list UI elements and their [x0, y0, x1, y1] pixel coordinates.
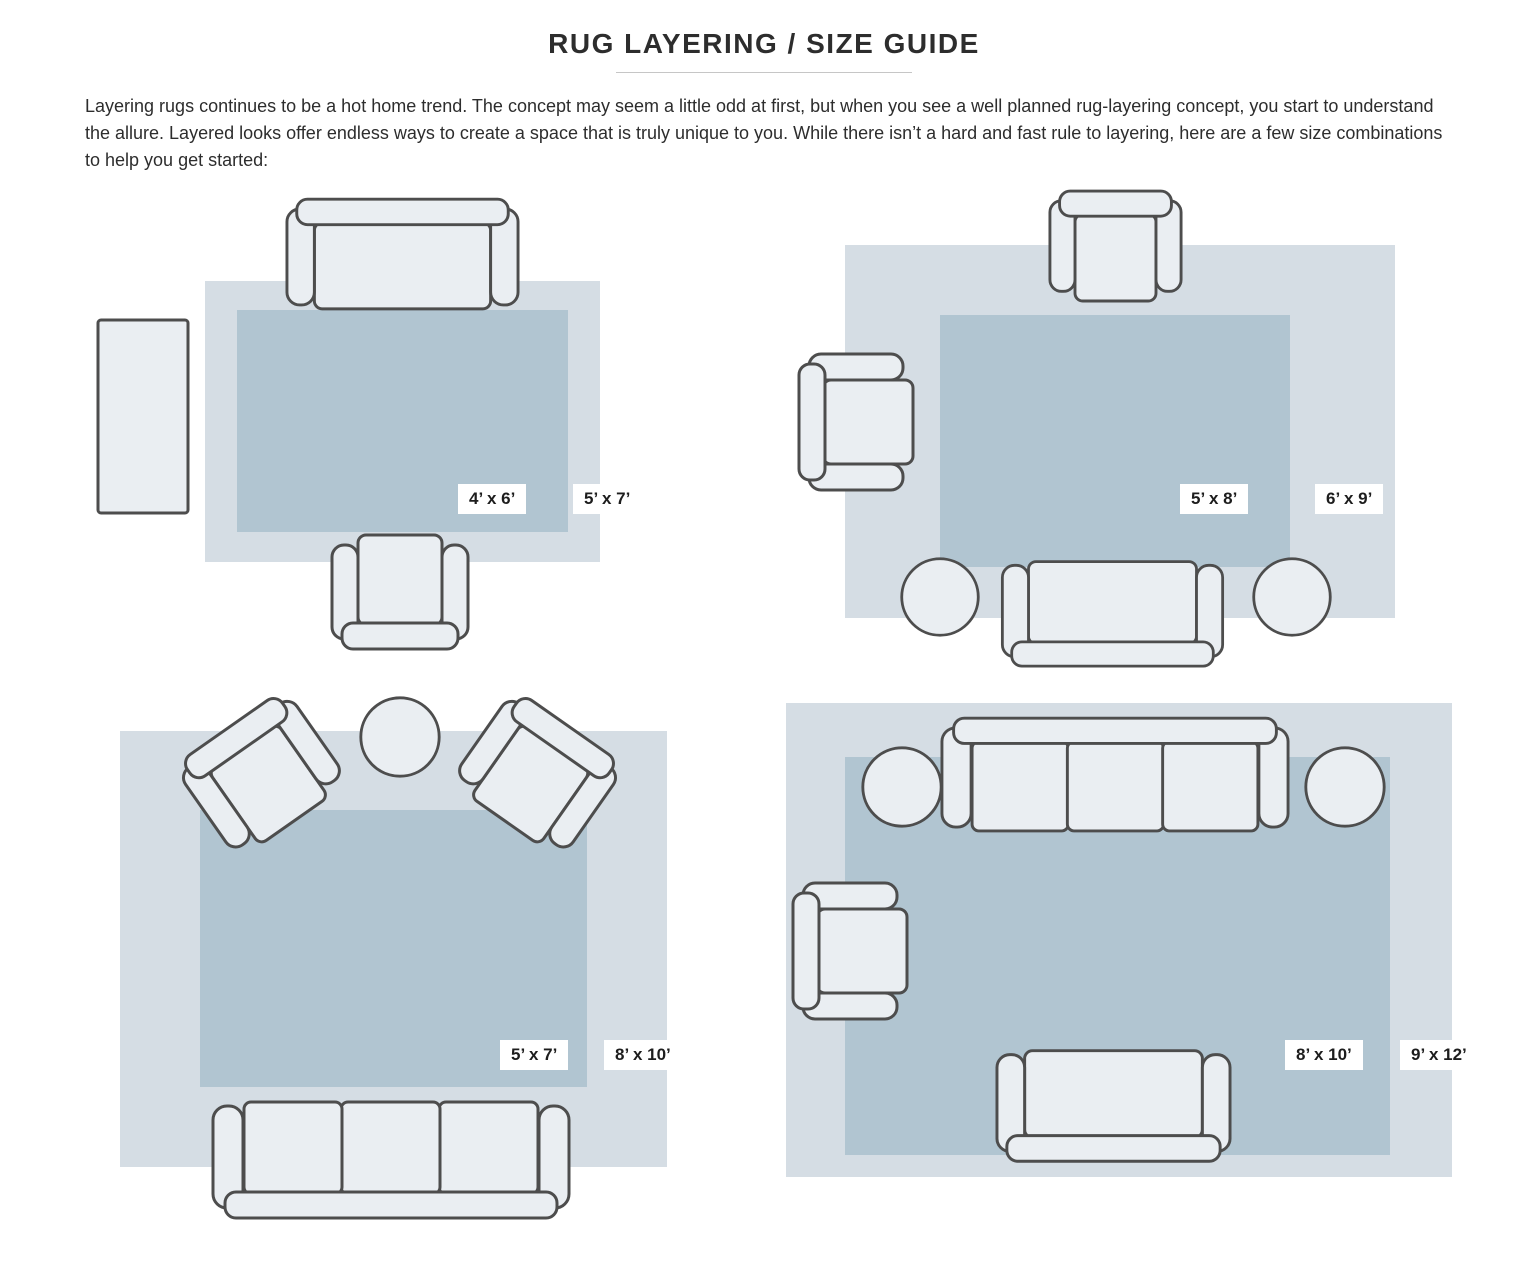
loveseat-icon	[995, 1040, 1232, 1168]
inner-rug-size-label: 5’ x 7’	[500, 1040, 569, 1070]
outer-rug-size-label: 5’ x 7’	[573, 484, 642, 514]
round-table-icon	[1302, 744, 1388, 830]
inner-rug	[940, 315, 1290, 567]
armchair-icon	[791, 881, 911, 1021]
inner-rug-size-label: 4’ x 6’	[458, 484, 527, 514]
outer-rug-size-label: 8’ x 10’	[604, 1040, 682, 1070]
title-divider	[616, 72, 912, 73]
inner-rug-size-label: 5’ x 8’	[1180, 484, 1249, 514]
sofa-icon	[940, 716, 1290, 838]
page-title: RUG LAYERING / SIZE GUIDE	[548, 28, 980, 59]
outer-rug-size-label: 6’ x 9’	[1315, 484, 1384, 514]
round-table-icon	[859, 744, 945, 830]
outer-rug-size-label: 9’ x 12’	[1400, 1040, 1478, 1070]
inner-rug-size-label: 8’ x 10’	[1285, 1040, 1363, 1070]
intro-paragraph: Layering rugs continues to be a hot home…	[85, 96, 1443, 170]
